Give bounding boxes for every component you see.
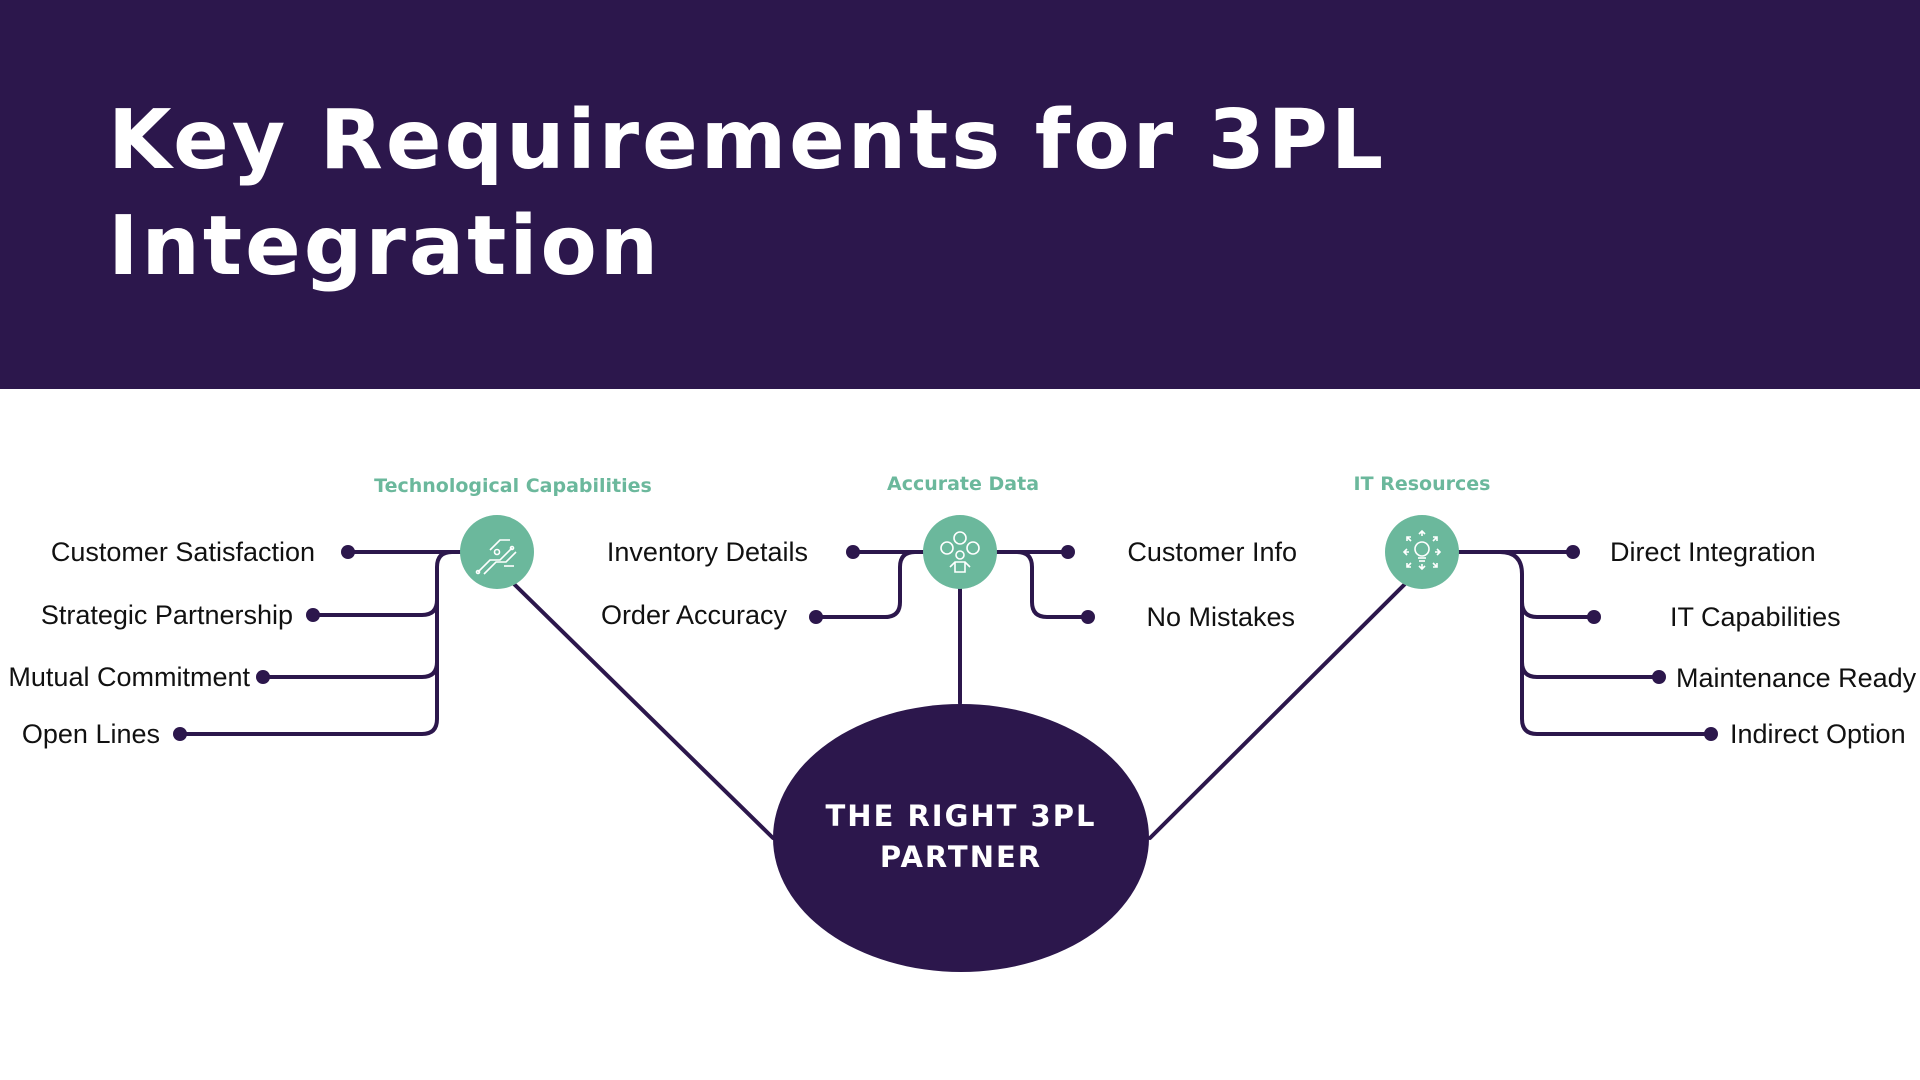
node-accurate-data <box>923 515 997 589</box>
dot-no-mistakes <box>1081 610 1095 624</box>
branch-open-lines <box>178 550 462 736</box>
dot-inventory-details <box>846 545 860 559</box>
title-line-1: Key Requirements for 3PL <box>108 93 1387 188</box>
header-banner: Key Requirements for 3PL Integration <box>0 0 1920 389</box>
item-indirect-option: Indirect Option <box>1730 719 1906 749</box>
tech-branches <box>173 545 462 741</box>
branch-it-capabilities <box>1520 600 1596 619</box>
data-branches <box>809 545 1095 624</box>
category-label-it-resources: IT Resources <box>1354 473 1491 495</box>
item-direct-integration: Direct Integration <box>1610 537 1816 567</box>
category-label-accurate-data: Accurate Data <box>887 473 1039 495</box>
item-mutual-commitment: Mutual Commitment <box>8 662 250 692</box>
item-strategic-partnership: Strategic Partnership <box>41 600 293 630</box>
branch-strategic-partnership <box>311 598 439 617</box>
branch-maintenance-ready <box>1520 660 1661 679</box>
item-maintenance-ready: Maintenance Ready <box>1676 663 1917 693</box>
item-it-capabilities: IT Capabilities <box>1670 602 1841 632</box>
dot-strategic-partnership <box>306 608 320 622</box>
node-technological-capabilities <box>460 515 534 589</box>
connector-it-to-center <box>1148 582 1407 840</box>
item-no-mistakes: No Mistakes <box>1146 602 1295 632</box>
customer-feedback-icon <box>940 531 980 573</box>
circuit-icon <box>475 539 517 575</box>
dot-indirect-option <box>1704 727 1718 741</box>
category-label-technological-capabilities: Technological Capabilities <box>374 475 652 497</box>
dot-order-accuracy <box>809 610 823 624</box>
branch-mutual-commitment <box>261 660 439 679</box>
center-node: THE RIGHT 3PL PARTNER <box>773 704 1149 972</box>
page-title: Key Requirements for 3PL Integration <box>108 88 1386 300</box>
dot-mutual-commitment <box>256 670 270 684</box>
dot-direct-integration <box>1566 545 1580 559</box>
item-open-lines: Open Lines <box>22 719 160 749</box>
center-label-line-2: PARTNER <box>880 840 1042 874</box>
branch-indirect-option <box>1498 550 1713 736</box>
dot-customer-satisfaction <box>341 545 355 559</box>
lightbulb-ideas-icon <box>1402 529 1442 571</box>
center-label-line-1: THE RIGHT 3PL <box>826 799 1097 833</box>
dot-maintenance-ready <box>1652 670 1666 684</box>
branch-no-mistakes <box>1003 550 1090 619</box>
node-it-resources <box>1385 515 1459 589</box>
dot-customer-info <box>1061 545 1075 559</box>
it-branches <box>1438 545 1718 741</box>
branch-order-accuracy <box>814 550 927 619</box>
item-customer-info: Customer Info <box>1127 537 1297 567</box>
item-inventory-details: Inventory Details <box>607 537 808 567</box>
title-line-2: Integration <box>108 199 662 294</box>
item-customer-satisfaction: Customer Satisfaction <box>51 537 315 567</box>
connector-tech-to-center <box>512 582 775 840</box>
dot-it-capabilities <box>1587 610 1601 624</box>
dot-open-lines <box>173 727 187 741</box>
item-order-accuracy: Order Accuracy <box>601 600 788 630</box>
